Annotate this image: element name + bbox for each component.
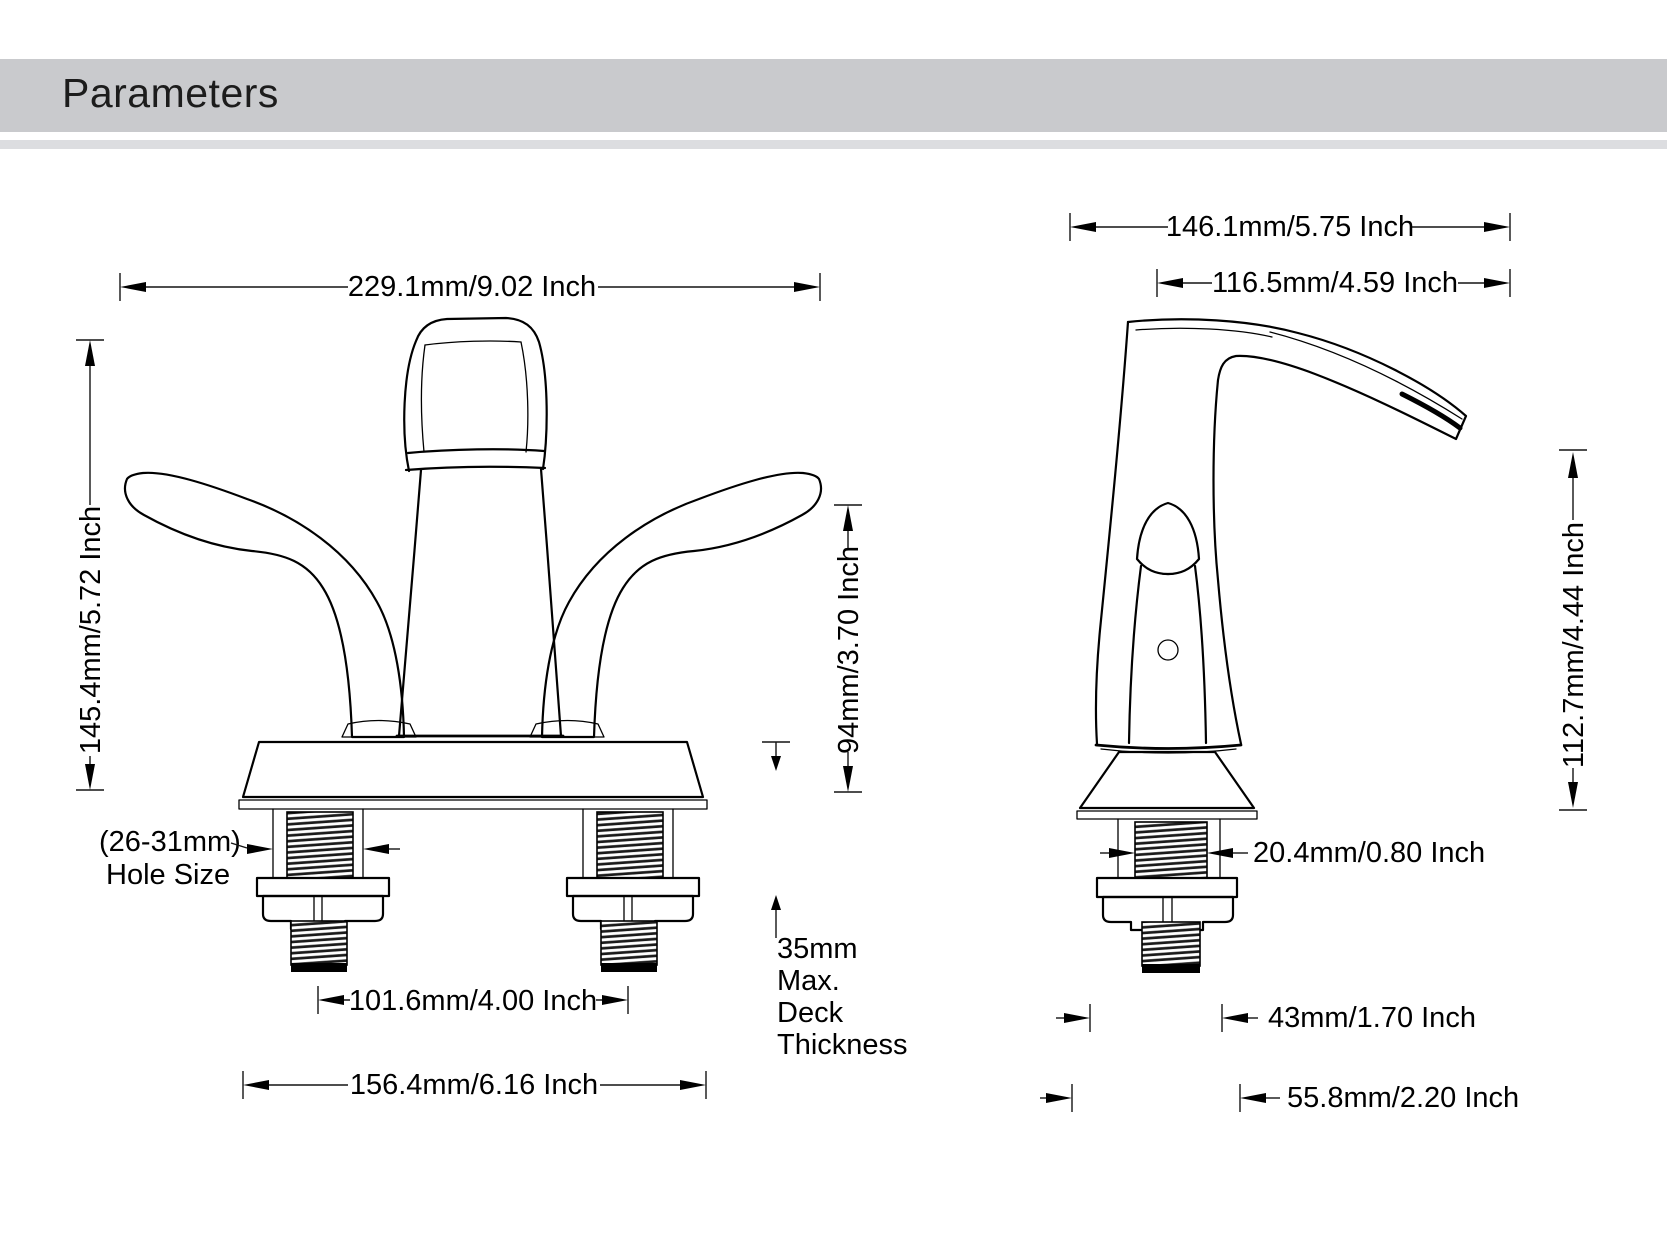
deck-thickness-line3: Deck	[777, 997, 844, 1029]
dim-label-overall-depth: 146.1mm/5.75 Inch	[1166, 211, 1414, 243]
dim-label-shank-diameter: 20.4mm/0.80 Inch	[1253, 837, 1485, 869]
dim-front-overall-height: 145.4mm/5.72 Inch	[75, 339, 107, 791]
hole-size-line1: (26-31mm)	[99, 826, 241, 858]
dim-side-lower-depth: 55.8mm/2.20 Inch	[1040, 1082, 1519, 1114]
side-view-faucet-drawing	[1076, 318, 1468, 973]
dim-label-spout-height: 112.7mm/4.44 Inch	[1558, 522, 1590, 768]
header-band	[0, 59, 1667, 132]
dim-front-overall-width: 229.1mm/9.02 Inch	[119, 271, 821, 303]
callout-deck-thickness: 35mm Max. Deck Thickness	[762, 741, 908, 1061]
right-handle	[540, 471, 823, 739]
dim-front-handle-height: 94mm/3.70 Inch	[833, 504, 865, 793]
dim-side-shank-diameter: 20.4mm/0.80 Inch	[1100, 837, 1485, 869]
side-view: 146.1mm/5.75 Inch 116.5mm/4.59 Inch 112.…	[1040, 211, 1590, 1114]
callout-hole-size: (26-31mm) Hole Size	[99, 826, 400, 891]
front-right-shank	[565, 808, 701, 972]
hole-size-line2: Hole Size	[106, 859, 230, 891]
dim-label-base-width: 156.4mm/6.16 Inch	[350, 1069, 598, 1101]
dim-label-overall-width: 229.1mm/9.02 Inch	[348, 271, 596, 303]
faucet-technical-drawing: 229.1mm/9.02 Inch 145.4mm/5.72 Inch 94mm…	[75, 211, 1590, 1114]
dim-side-spout-height: 112.7mm/4.44 Inch	[1558, 449, 1590, 811]
left-handle	[123, 471, 406, 739]
front-view-faucet-drawing	[123, 316, 823, 972]
dim-label-handle-height: 94mm/3.70 Inch	[833, 546, 865, 754]
page-title: Parameters	[62, 70, 279, 116]
front-left-shank	[255, 808, 391, 972]
dim-side-overall-depth: 146.1mm/5.75 Inch	[1069, 211, 1511, 243]
dim-side-upper-depth: 43mm/1.70 Inch	[1056, 1002, 1476, 1034]
deck-thickness-line4: Thickness	[777, 1029, 908, 1061]
front-view: 229.1mm/9.02 Inch 145.4mm/5.72 Inch 94mm…	[75, 271, 908, 1101]
deck-thickness-line2: Max.	[777, 965, 840, 997]
dim-side-spout-reach: 116.5mm/4.59 Inch	[1156, 267, 1511, 299]
dim-label-upper-depth: 43mm/1.70 Inch	[1268, 1002, 1476, 1034]
dim-label-lower-depth: 55.8mm/2.20 Inch	[1287, 1082, 1519, 1114]
deck-thickness-line1: 35mm	[777, 933, 858, 965]
dim-front-base-width: 156.4mm/6.16 Inch	[242, 1069, 707, 1101]
dim-label-faucet-centers: 101.6mm/4.00 Inch	[349, 985, 597, 1017]
side-shank	[1095, 818, 1239, 973]
dim-label-spout-reach: 116.5mm/4.59 Inch	[1212, 267, 1458, 299]
header-divider-band	[0, 140, 1667, 149]
dim-label-overall-height: 145.4mm/5.72 Inch	[75, 506, 107, 754]
dim-front-faucet-centers: 101.6mm/4.00 Inch	[317, 985, 629, 1017]
